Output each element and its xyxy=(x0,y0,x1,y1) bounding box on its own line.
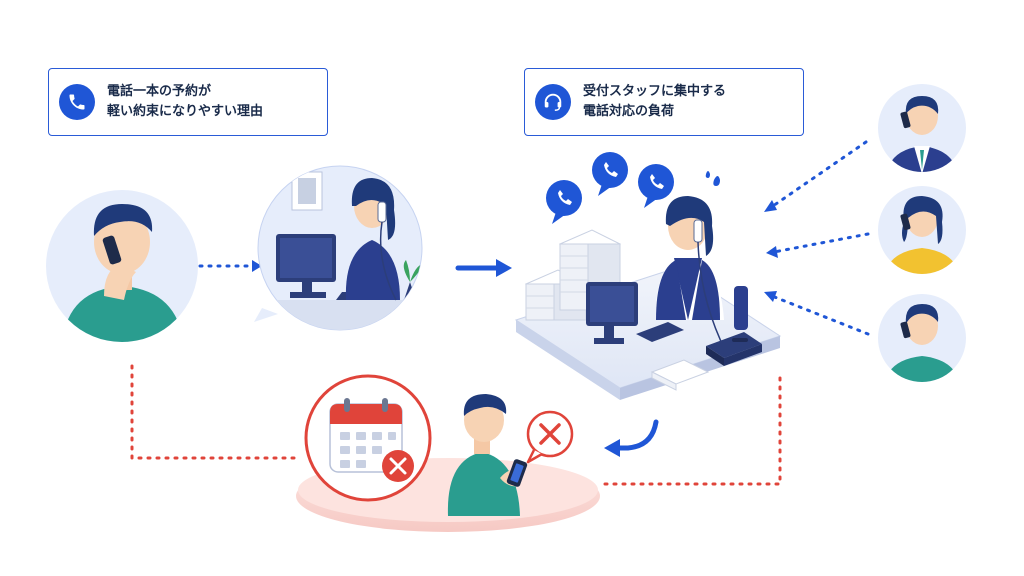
call-bubble-2 xyxy=(592,152,628,196)
caller-woman xyxy=(878,186,966,274)
title-label-right: 受付スタッフに集中する 電話対応の負荷 xyxy=(524,68,804,136)
connector-caller2 xyxy=(766,232,870,258)
title-right-line1: 受付スタッフに集中する xyxy=(583,84,727,99)
return-arrow xyxy=(604,419,659,457)
connector-caller1 xyxy=(764,140,868,212)
customer-calling xyxy=(46,190,198,342)
sweat-drops xyxy=(705,171,720,186)
connector-customer-to-receptionist xyxy=(198,260,262,272)
title-left-line2: 軽い約束になりやすい理由 xyxy=(107,104,264,119)
busy-reception-desk xyxy=(514,171,782,400)
connector-caller3 xyxy=(764,291,870,336)
red-dotted-right xyxy=(602,376,782,486)
headset-icon xyxy=(535,84,571,120)
incoming-call-bubbles xyxy=(546,152,674,224)
call-bubble-3 xyxy=(638,164,674,208)
title-right-line2: 電話対応の負荷 xyxy=(583,104,675,119)
calendar-cancel-icon xyxy=(304,374,432,502)
arrow-to-busy-desk xyxy=(455,259,512,277)
person-with-phone xyxy=(447,394,528,516)
red-dotted-left xyxy=(130,364,298,460)
title-label-left: 電話一本の予約が 軽い約束になりやすい理由 xyxy=(48,68,328,136)
caller-business-man xyxy=(878,84,966,172)
phone-icon xyxy=(59,84,95,120)
call-bubble-1 xyxy=(546,180,582,224)
cancel-bubble-icon xyxy=(526,410,574,464)
caller-young-man xyxy=(878,294,966,382)
title-left-line1: 電話一本の予約が xyxy=(107,84,212,99)
receptionist-on-phone-bubble xyxy=(254,165,423,331)
